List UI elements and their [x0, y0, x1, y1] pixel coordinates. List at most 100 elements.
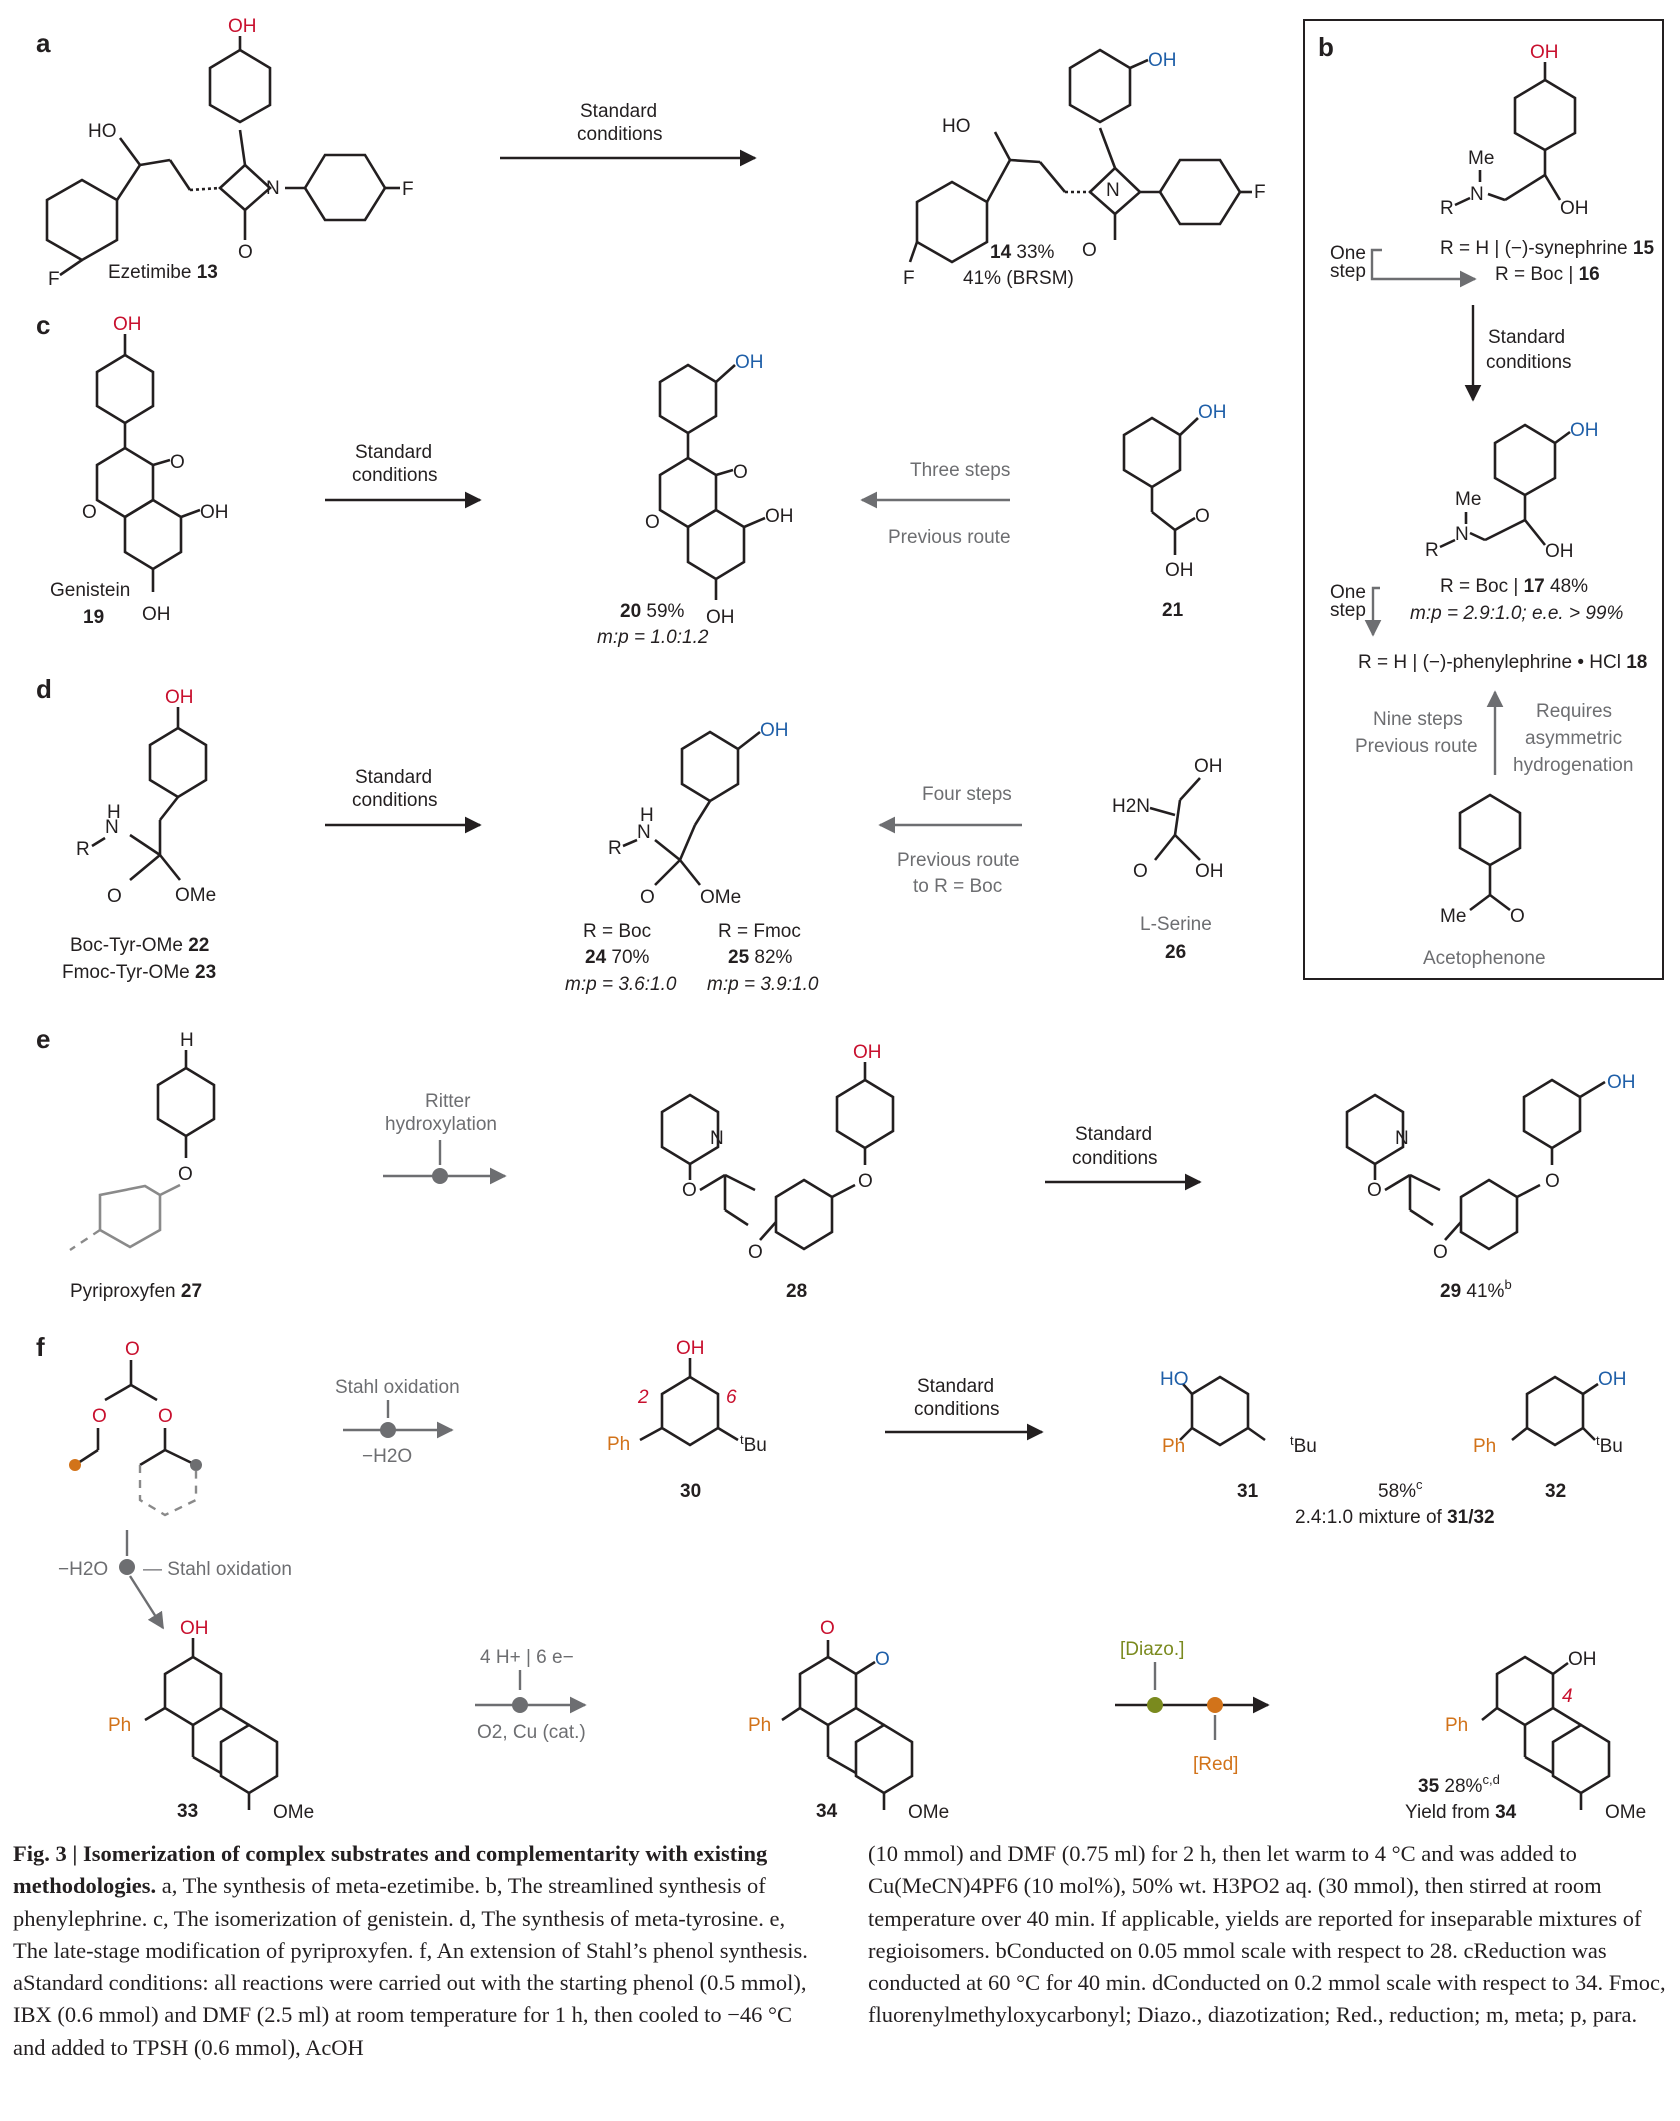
svg-text:OH: OH	[1195, 861, 1224, 882]
genistein-structure: OH O OH O OH	[82, 314, 229, 625]
svg-text:O: O	[820, 1618, 835, 1639]
svg-text:2: 2	[637, 1387, 649, 1408]
svg-text:OH: OH	[1165, 560, 1194, 581]
svg-text:H2N: H2N	[1112, 796, 1150, 817]
figure-scheme: a b c d e f F HO O N OH F Ezetimibe 13 S…	[36, 16, 1664, 1823]
svg-text:O: O	[1433, 1242, 1448, 1263]
svg-text:O: O	[733, 462, 748, 483]
pyriproxyfen-structure: H O	[69, 1030, 216, 1251]
compound-33: 33	[177, 1801, 198, 1822]
svg-text:O: O	[682, 1180, 697, 1201]
serine-label: L-Serine	[1140, 914, 1212, 935]
compound-29-label: 29 41%b	[1440, 1277, 1512, 1302]
svg-text:O: O	[1082, 240, 1097, 261]
svg-text:4: 4	[1562, 1686, 1573, 1707]
svg-text:OMe: OMe	[1605, 1802, 1646, 1823]
svg-text:O: O	[1545, 1171, 1560, 1192]
svg-text:N: N	[1470, 184, 1484, 205]
oxidation-arrow-33-34: 4 H+ | 6 e− O2, Cu (cat.)	[475, 1647, 587, 1743]
requires-3: hydrogenation	[1513, 755, 1633, 776]
r-boc: R = Boc	[583, 921, 651, 942]
svg-text:N: N	[266, 178, 280, 199]
compound-25-mp: m:p = 3.9:1.0	[707, 974, 819, 995]
svg-text:Standard: Standard	[355, 442, 432, 463]
svg-text:R: R	[608, 838, 622, 859]
svg-text:conditions: conditions	[577, 124, 663, 145]
stahl-oxidation-arrow: Stahl oxidation −H2O	[335, 1377, 460, 1467]
svg-text:OMe: OMe	[175, 885, 216, 906]
compound-26: 26	[1165, 942, 1186, 963]
compound-21-structure: OH O OH	[1122, 402, 1227, 581]
caption-column-2: (10 mmol) and DMF (0.75 ml) for 2 h, the…	[868, 1838, 1680, 2032]
svg-text:O: O	[645, 512, 660, 533]
svg-text:F: F	[402, 179, 414, 200]
compound-32: 32	[1545, 1481, 1566, 1502]
ezetimibe-structure: F HO O N OH F	[45, 16, 414, 290]
svg-text:4 H+ | 6 e−: 4 H+ | 6 e−	[480, 1647, 574, 1668]
svg-text:O: O	[640, 887, 655, 908]
svg-text:tBu: tBu	[1596, 1433, 1623, 1457]
panel-b-box	[1303, 19, 1664, 980]
svg-text:Four steps: Four steps	[922, 784, 1012, 805]
one-step-arrow-2	[1364, 586, 1382, 637]
svg-text:OH: OH	[1598, 1369, 1627, 1390]
svg-text:O: O	[178, 1164, 193, 1185]
acetophenone-structure: Me O	[1440, 793, 1525, 927]
svg-text:OH: OH	[1570, 420, 1599, 441]
meta-ezetimibe-structure: F HO O N OH F	[903, 48, 1266, 289]
svg-text:tBu: tBu	[740, 1432, 767, 1456]
svg-text:[Diazo.]: [Diazo.]	[1120, 1639, 1184, 1660]
panel-label-c: c	[36, 310, 50, 340]
panel-label-e: e	[36, 1024, 50, 1054]
tyrosine-structure: OH OMe O N H R	[76, 687, 216, 907]
one-step-text-4: step	[1330, 600, 1366, 621]
svg-text:conditions: conditions	[914, 1399, 1000, 1420]
svg-text:HO: HO	[1160, 1369, 1189, 1390]
compound-29-structure: N O O O OH	[1345, 1072, 1636, 1263]
svg-text:OH: OH	[142, 604, 171, 625]
caption-text-1: a, The synthesis of meta-ezetimibe. b, T…	[13, 1873, 808, 2060]
stahl-oxidation-down-arrow: −H2O — Stahl oxidation	[58, 1530, 292, 1630]
compound-33-structure: OH Ph OMe	[108, 1618, 314, 1823]
svg-text:O: O	[82, 502, 97, 523]
synephrine-structure: OH OH N Me R	[1440, 42, 1589, 219]
svg-text:conditions: conditions	[1072, 1148, 1158, 1169]
svg-text:OH: OH	[1530, 42, 1559, 63]
svg-text:OH: OH	[760, 720, 789, 741]
panel-label-d: d	[36, 674, 52, 704]
one-step-arrow-1	[1370, 248, 1477, 288]
yield-from-34: Yield from 34	[1405, 1802, 1517, 1823]
acetophenone-label: Acetophenone	[1423, 948, 1546, 969]
compound-31: 31	[1237, 1481, 1259, 1502]
caption-figure-label: Fig. 3 | Isomerization of complex substr…	[13, 1841, 768, 1899]
svg-text:R: R	[76, 839, 90, 860]
svg-text:F: F	[1254, 182, 1266, 203]
svg-text:H: H	[180, 1030, 194, 1051]
svg-text:−H2O: −H2O	[58, 1559, 108, 1580]
previous-route-c: Three steps Previous route	[860, 460, 1011, 548]
compound-25-label: 25 82%	[728, 947, 793, 968]
compound-21: 21	[1162, 600, 1184, 621]
svg-text:OH: OH	[676, 1338, 705, 1359]
caption-text-2: (10 mmol) and DMF (0.75 ml) for 2 h, the…	[868, 1841, 1666, 2028]
svg-text:Standard: Standard	[1075, 1124, 1152, 1145]
compound-20-structure: OH O OH O OH	[645, 352, 794, 628]
svg-text:Ph: Ph	[607, 1434, 630, 1455]
svg-text:Standard: Standard	[355, 767, 432, 788]
svg-text:OH: OH	[1545, 541, 1574, 562]
svg-text:to R = Boc: to R = Boc	[913, 876, 1002, 897]
compound-16-label: R = Boc | 16	[1495, 264, 1600, 285]
mixture-label: 2.4:1.0 mixture of 31/32	[1295, 1507, 1495, 1528]
svg-text:O: O	[1133, 861, 1148, 882]
svg-text:F: F	[903, 268, 915, 289]
svg-text:tBu: tBu	[1290, 1433, 1317, 1457]
svg-text:Ph: Ph	[748, 1715, 771, 1736]
svg-text:OH: OH	[200, 502, 229, 523]
svg-text:Ph: Ph	[1473, 1436, 1496, 1457]
stahl-fragments: O O O	[69, 1339, 202, 1517]
panel-label-a: a	[36, 28, 51, 58]
svg-text:OH: OH	[1194, 756, 1223, 777]
compound-35-label: 35 28%c,d	[1418, 1772, 1500, 1797]
svg-text:O: O	[1510, 906, 1525, 927]
meta-tyrosine-structure: OH OMe O N H R	[608, 720, 789, 908]
